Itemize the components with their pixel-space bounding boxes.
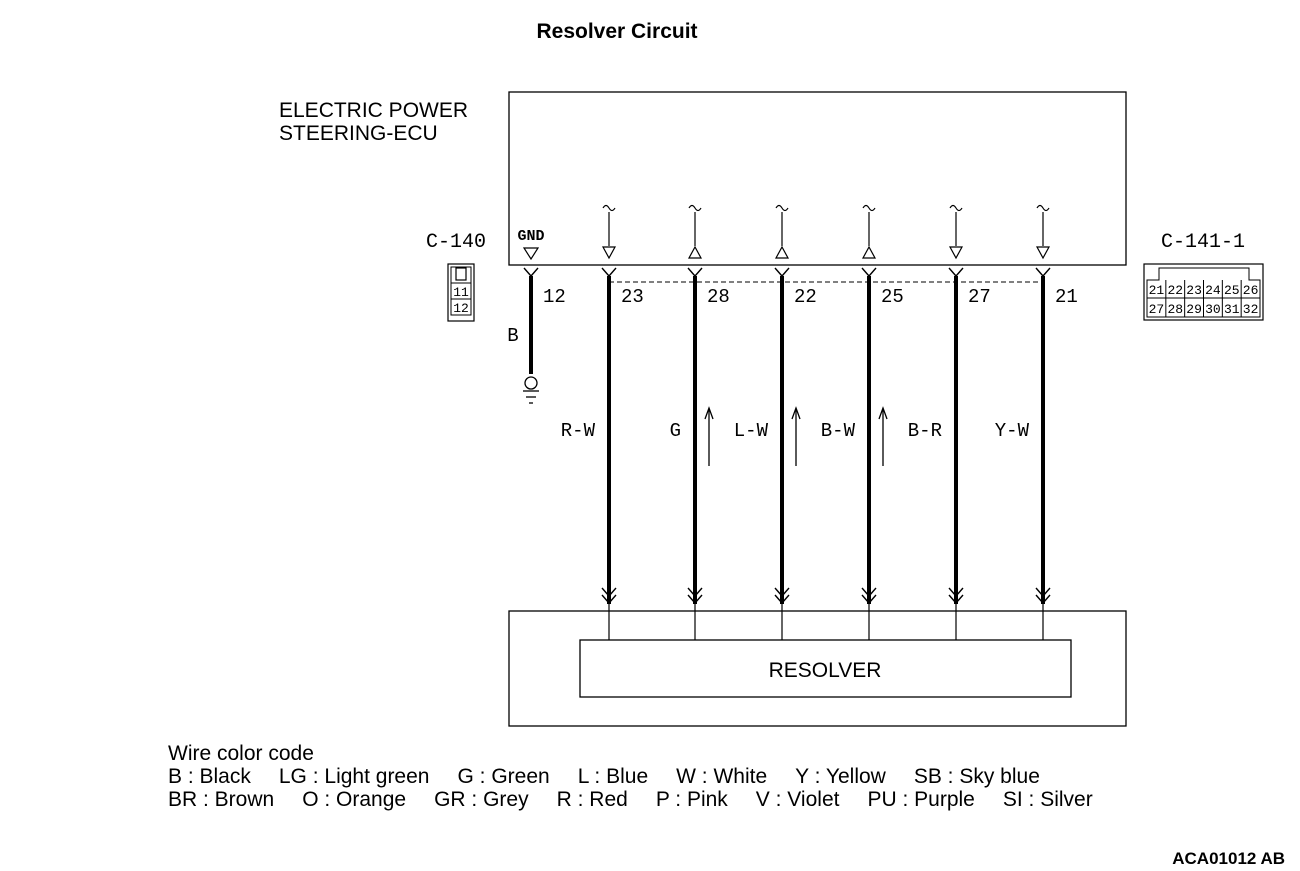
pin-number: 22 <box>794 286 817 308</box>
legend-entry: P : Pink <box>655 788 728 811</box>
wire-end-chevron-icon <box>687 587 703 605</box>
c141-pin-29: 29 <box>1186 302 1202 317</box>
connector-c141-1-icon <box>1143 263 1264 321</box>
c141-pin-28: 28 <box>1167 302 1183 317</box>
connector-terminal-icon <box>601 267 617 278</box>
pin-number: 21 <box>1055 286 1078 308</box>
connector-terminal-icon <box>948 267 964 278</box>
c141-pin-27: 27 <box>1149 302 1165 317</box>
wire-pin-22: 22L-W <box>734 204 817 640</box>
input-terminal-icon <box>861 245 877 259</box>
legend-entry: GR : Grey <box>434 788 529 811</box>
c141-pin-30: 30 <box>1205 302 1221 317</box>
ground-wire-terminal-icon <box>523 267 539 278</box>
connector-terminal-icon <box>687 267 703 278</box>
wire-end-chevron-icon <box>948 587 964 605</box>
signal-arrowhead-icon <box>704 406 714 420</box>
wire-end-chevron-icon <box>601 587 617 605</box>
legend-entry: PU : Purple <box>867 788 975 811</box>
wire-end-chevron-icon <box>861 587 877 605</box>
signal-tilde-icon <box>949 204 963 212</box>
ground-pin-number: 12 <box>543 286 566 308</box>
connector-terminal-icon <box>774 267 790 278</box>
legend-entry: R : Red <box>556 788 628 811</box>
c141-pin-24: 24 <box>1205 283 1221 298</box>
input-terminal-icon <box>774 245 790 259</box>
connector-terminal-icon <box>861 267 877 278</box>
wire-pin-25: 25B-W <box>821 204 904 640</box>
wire-color-label: B-R <box>908 420 942 442</box>
ground-wire-color: B <box>507 325 518 347</box>
c141-pin-32: 32 <box>1243 302 1259 317</box>
connector-c140-name: C-140 <box>426 231 486 254</box>
wire-color-label: Y-W <box>995 420 1030 442</box>
resolver-outer-box <box>508 610 1127 727</box>
pin-number: 27 <box>968 286 991 308</box>
legend-entry: B : Black <box>168 765 251 788</box>
wire-end-chevron-icon <box>1035 587 1051 605</box>
wire-end-chevron-icon <box>774 587 790 605</box>
legend-entry: V : Violet <box>755 788 840 811</box>
diagram-title: Resolver Circuit <box>536 20 697 43</box>
signal-arrowhead-icon <box>878 406 888 420</box>
wire-pin-21: 21Y-W <box>995 204 1078 640</box>
pin-number: 25 <box>881 286 904 308</box>
pin-number: 23 <box>621 286 644 308</box>
c140-pin-11: 11 <box>453 285 469 300</box>
legend-entry: BR : Brown <box>168 788 275 811</box>
c141-pin-25: 25 <box>1224 283 1240 298</box>
c141-pin-23: 23 <box>1186 283 1202 298</box>
legend-entry: LG : Light green <box>278 765 430 788</box>
legend-entry: Y : Yellow <box>795 765 886 788</box>
pin-number: 28 <box>707 286 730 308</box>
ground-symbol-icon <box>523 376 539 404</box>
ecu-label-line-2: STEERING-ECU <box>279 122 438 145</box>
connector-c141-1-name: C-141-1 <box>1161 231 1245 254</box>
legend-entry: SI : Silver <box>1002 788 1093 811</box>
wire-color-label: R-W <box>561 420 596 442</box>
ecu-box <box>508 91 1127 266</box>
signal-tilde-icon <box>1036 204 1050 212</box>
input-terminal-icon <box>687 245 703 259</box>
wire-color-label: G <box>670 420 681 442</box>
c141-pin-21: 21 <box>1149 283 1165 298</box>
output-terminal-icon <box>601 246 617 260</box>
signal-tilde-icon <box>602 204 616 212</box>
legend-row-2: BR : Brown O : Orange GR : Grey R : Red P : … <box>168 788 1121 811</box>
legend-entry: O : Orange <box>302 788 407 811</box>
legend-row-1: B : Black LG : Light green G : Green L : Bl… <box>168 765 1121 788</box>
c141-pin-22: 22 <box>1167 283 1183 298</box>
wire-color-label: B-W <box>821 420 856 442</box>
signal-arrowhead-icon <box>791 406 801 420</box>
wire-pin-28: 28G <box>670 204 730 640</box>
legend-entry: L : Blue <box>577 765 649 788</box>
c141-pin-31: 31 <box>1224 302 1240 317</box>
output-terminal-icon <box>948 246 964 260</box>
output-terminal-icon <box>1035 246 1051 260</box>
legend-entry: SB : Sky blue <box>913 765 1040 788</box>
signal-tilde-icon <box>775 204 789 212</box>
resolver-inner-box <box>579 639 1072 698</box>
c140-pin-12: 12 <box>453 301 469 316</box>
connector-c140-icon <box>447 263 475 322</box>
legend-title: Wire color code <box>168 742 314 765</box>
signal-tilde-icon <box>688 204 702 212</box>
wire-pin-23: 23R-W <box>561 204 644 640</box>
legend-entry: G : Green <box>457 765 550 788</box>
wire-color-legend: Wire color code B : Black LG : Light gree… <box>168 742 1121 811</box>
resolver-label: RESOLVER <box>769 659 882 682</box>
signal-tilde-icon <box>862 204 876 212</box>
figure-id: ACA01012 AB <box>1172 849 1285 868</box>
gnd-label: GND <box>517 228 544 245</box>
ecu-label-line-1: ELECTRIC POWER <box>279 99 468 122</box>
gnd-terminal-icon <box>522 247 540 261</box>
legend-entry: W : White <box>676 765 768 788</box>
c141-pin-26: 26 <box>1243 283 1259 298</box>
connector-terminal-icon <box>1035 267 1051 278</box>
wire-color-label: L-W <box>734 420 769 442</box>
wire-pin-27: 27B-R <box>908 204 991 640</box>
